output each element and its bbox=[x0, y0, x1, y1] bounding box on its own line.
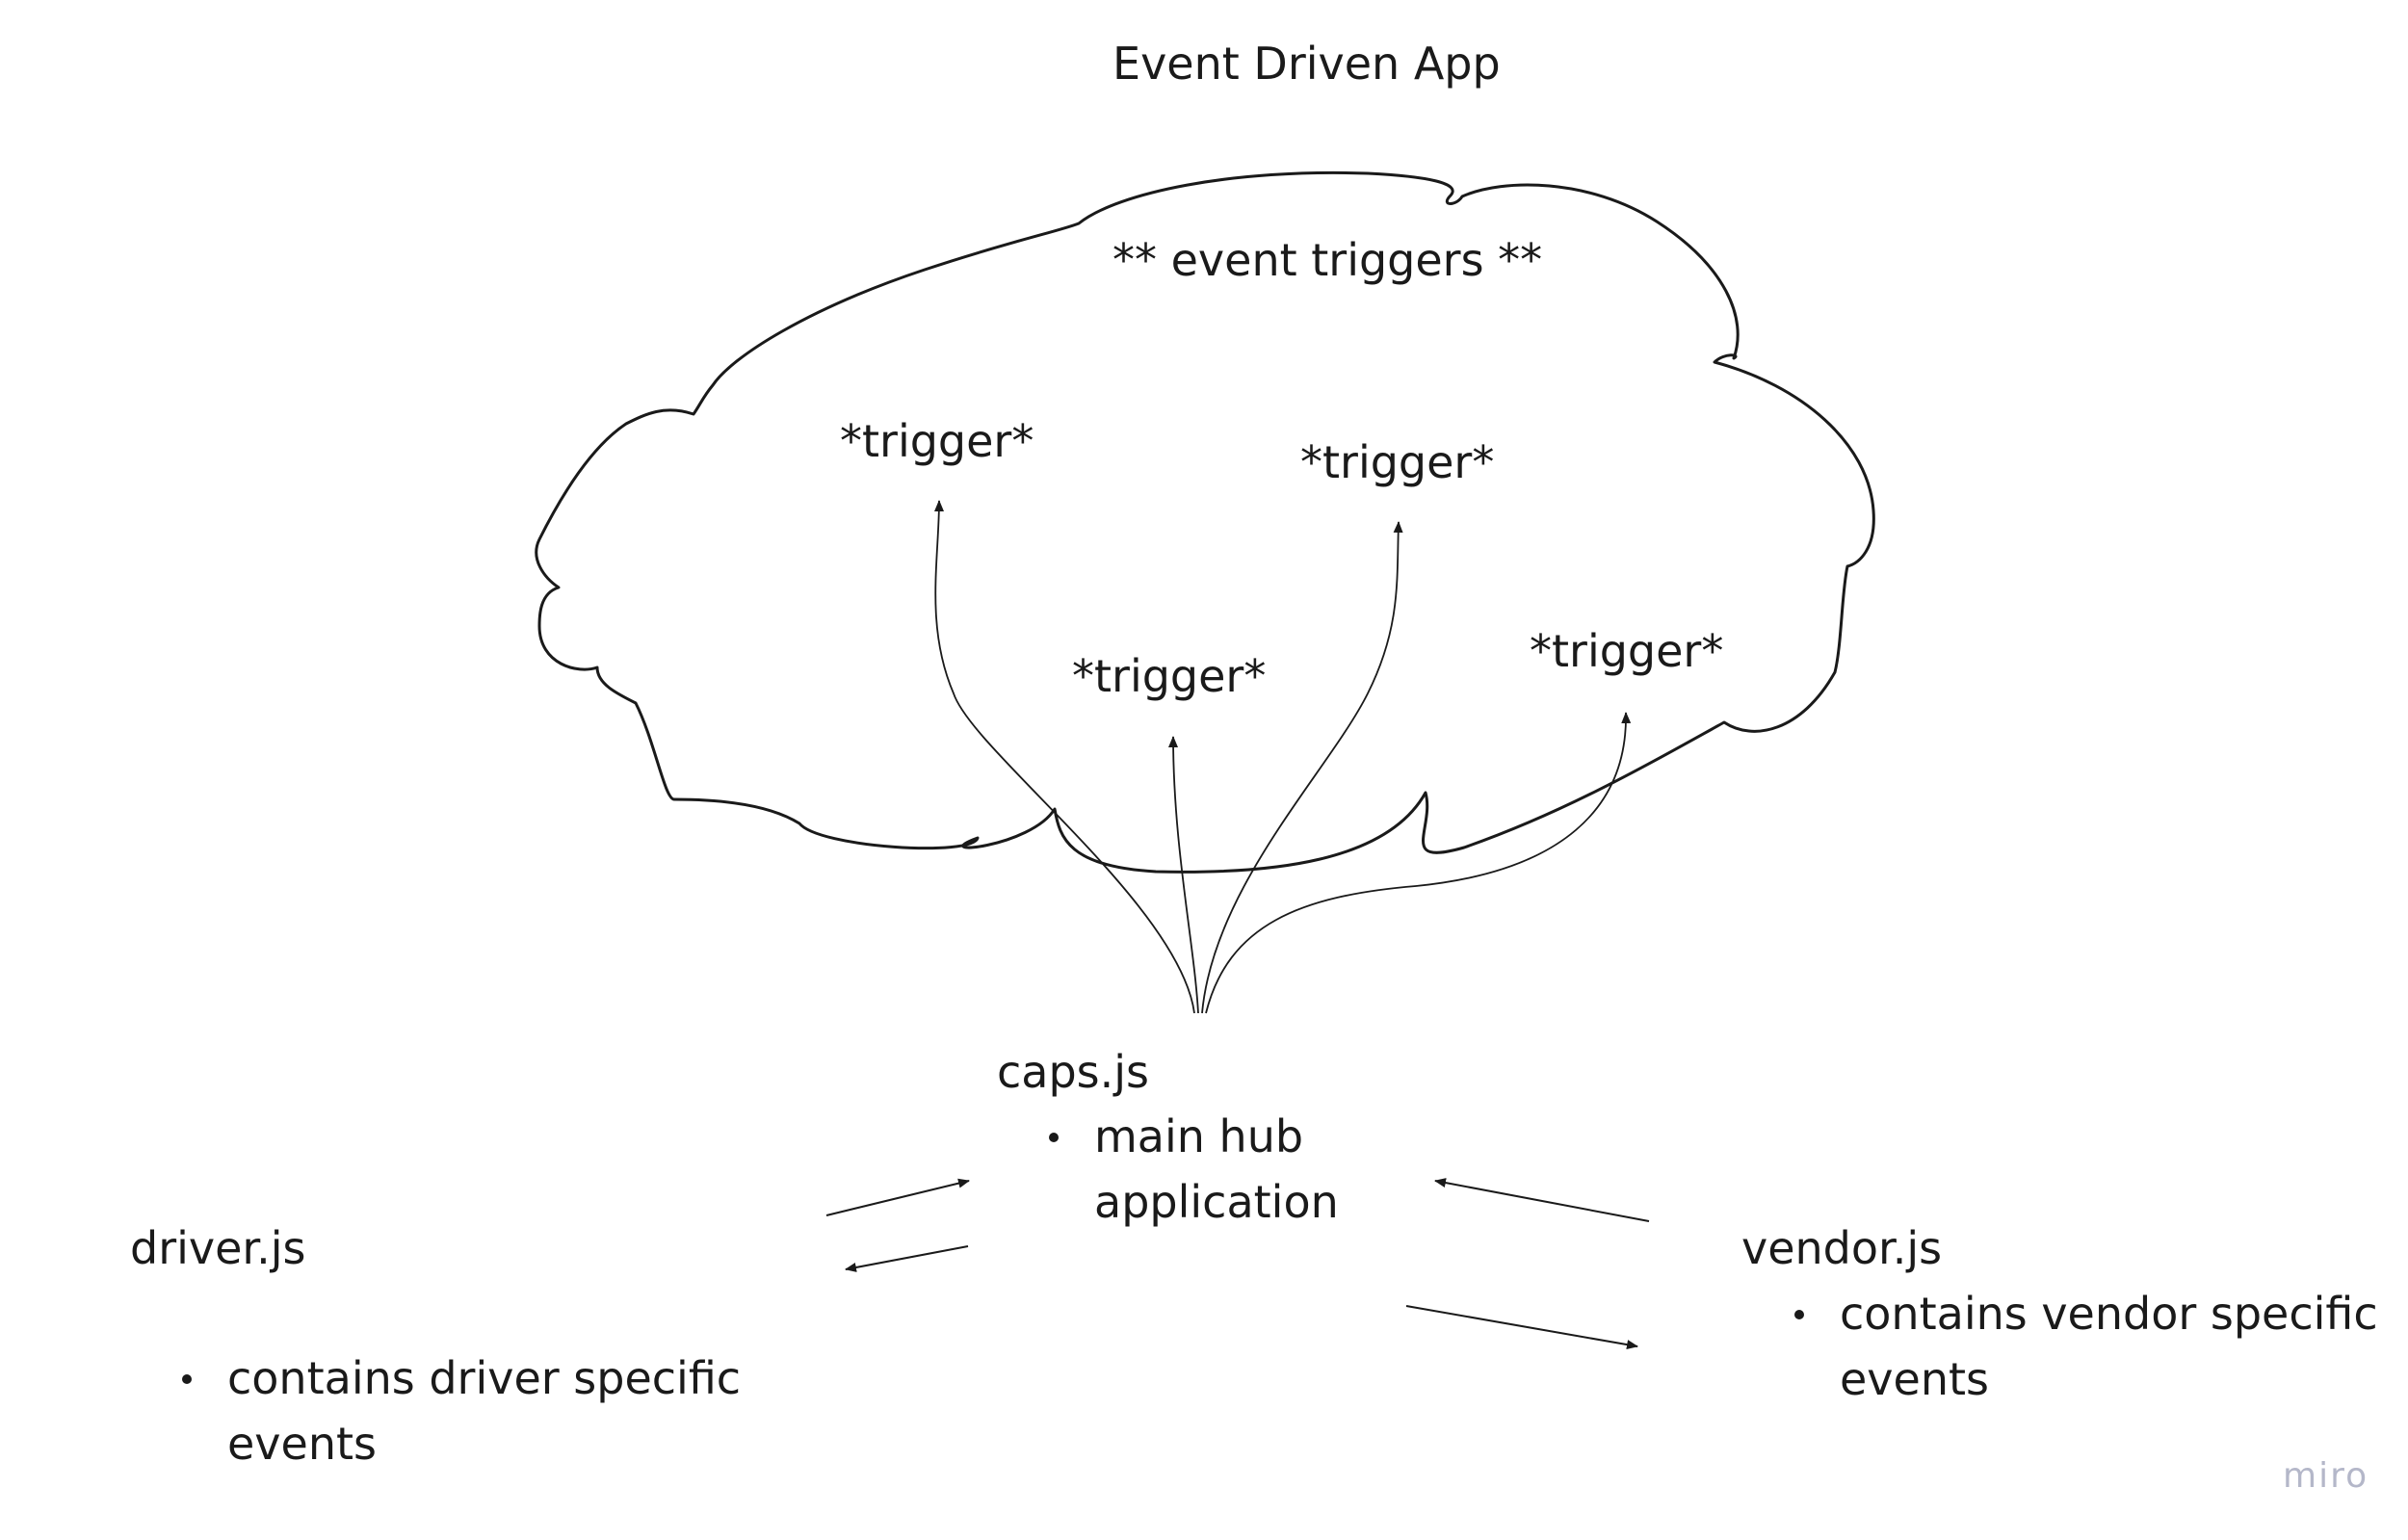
branch-to-trigger-2 bbox=[1168, 736, 1199, 1014]
branch-to-trigger-4 bbox=[1205, 712, 1632, 1014]
driver-bullet-continuation: events bbox=[227, 1418, 377, 1470]
caps-bullet-item: main hub bbox=[1049, 1104, 1339, 1169]
driver-bullet-list: contains driver specific events bbox=[182, 1345, 741, 1476]
vendor-title: vendor.js bbox=[1741, 1222, 1943, 1274]
page-title: Event Driven App bbox=[1112, 38, 1501, 90]
trigger-branches bbox=[933, 500, 1632, 1014]
branch-to-trigger-1 bbox=[933, 500, 1195, 1014]
caps-bullet-list: main hub application bbox=[1049, 1104, 1339, 1235]
cloud-heading: ** event triggers ** bbox=[1112, 234, 1543, 286]
bullet-dot-icon bbox=[1049, 1133, 1059, 1142]
vendor-bullet-list: contains vendor specific events bbox=[1794, 1281, 2378, 1412]
cloud-outline bbox=[535, 170, 1875, 874]
driver-bullet-item: contains driver specific bbox=[182, 1345, 741, 1411]
arrow-caps-to-vendor bbox=[1405, 1305, 1638, 1350]
driver-title: driver.js bbox=[130, 1222, 306, 1274]
connection-arrows bbox=[825, 1178, 1650, 1350]
trigger-label-1: *trigger* bbox=[840, 415, 1034, 467]
vendor-bullet-continuation: events bbox=[1840, 1353, 1989, 1405]
branch-to-trigger-3 bbox=[1201, 521, 1403, 1014]
trigger-label-4: *trigger* bbox=[1530, 625, 1724, 677]
miro-watermark: miro bbox=[2283, 1456, 2369, 1496]
arrow-vendor-to-caps bbox=[1434, 1178, 1650, 1222]
trigger-label-3: *trigger* bbox=[1072, 650, 1267, 702]
trigger-label-2: *trigger* bbox=[1300, 436, 1495, 488]
bullet-dot-icon bbox=[182, 1374, 192, 1384]
caps-title: caps.js bbox=[997, 1046, 1150, 1098]
vendor-bullet-item: contains vendor specific bbox=[1794, 1281, 2378, 1346]
caps-bullet-continuation: application bbox=[1094, 1176, 1339, 1228]
bullet-dot-icon bbox=[1794, 1310, 1804, 1319]
arrow-driver-to-caps bbox=[825, 1178, 970, 1216]
arrow-caps-to-driver bbox=[845, 1245, 969, 1272]
